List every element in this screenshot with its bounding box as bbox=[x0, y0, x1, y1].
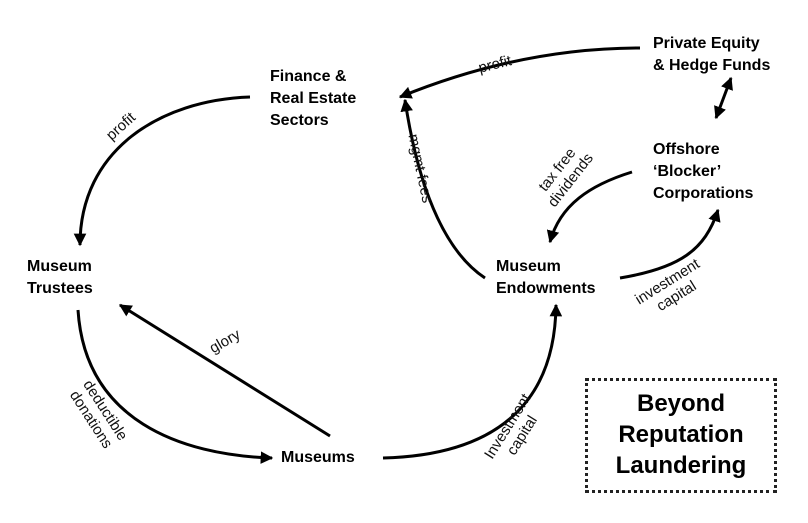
edge-offshore-pe bbox=[714, 76, 733, 120]
node-finance-real-estate: Finance & Real Estate Sectors bbox=[270, 68, 357, 129]
node-offshore-blocker-corporations: Offshore ‘Blocker’ Corporations bbox=[653, 141, 754, 202]
edge-museums-to-trustees bbox=[118, 303, 331, 438]
title-box-text: Beyond Reputation Laundering bbox=[615, 390, 747, 479]
node-museums: Museums bbox=[281, 449, 355, 466]
node-private-equity-hedge-funds: Private Equity & Hedge Funds bbox=[653, 35, 771, 74]
edge-offshore-to-endowments bbox=[546, 170, 633, 244]
node-museum-endowments: Museum Endowments bbox=[496, 258, 596, 297]
edge-museums-to-endowments bbox=[382, 303, 563, 460]
edge-endowments-to-offshore bbox=[619, 208, 721, 280]
node-museum-trustees: Museum Trustees bbox=[27, 258, 93, 297]
title-box bbox=[585, 378, 777, 493]
edge-finance-to-trustees bbox=[73, 95, 251, 247]
edge-endowments-to-finance bbox=[400, 98, 486, 280]
edge-trustees-to-museums bbox=[76, 309, 274, 464]
edge-pe-to-finance bbox=[398, 46, 641, 99]
